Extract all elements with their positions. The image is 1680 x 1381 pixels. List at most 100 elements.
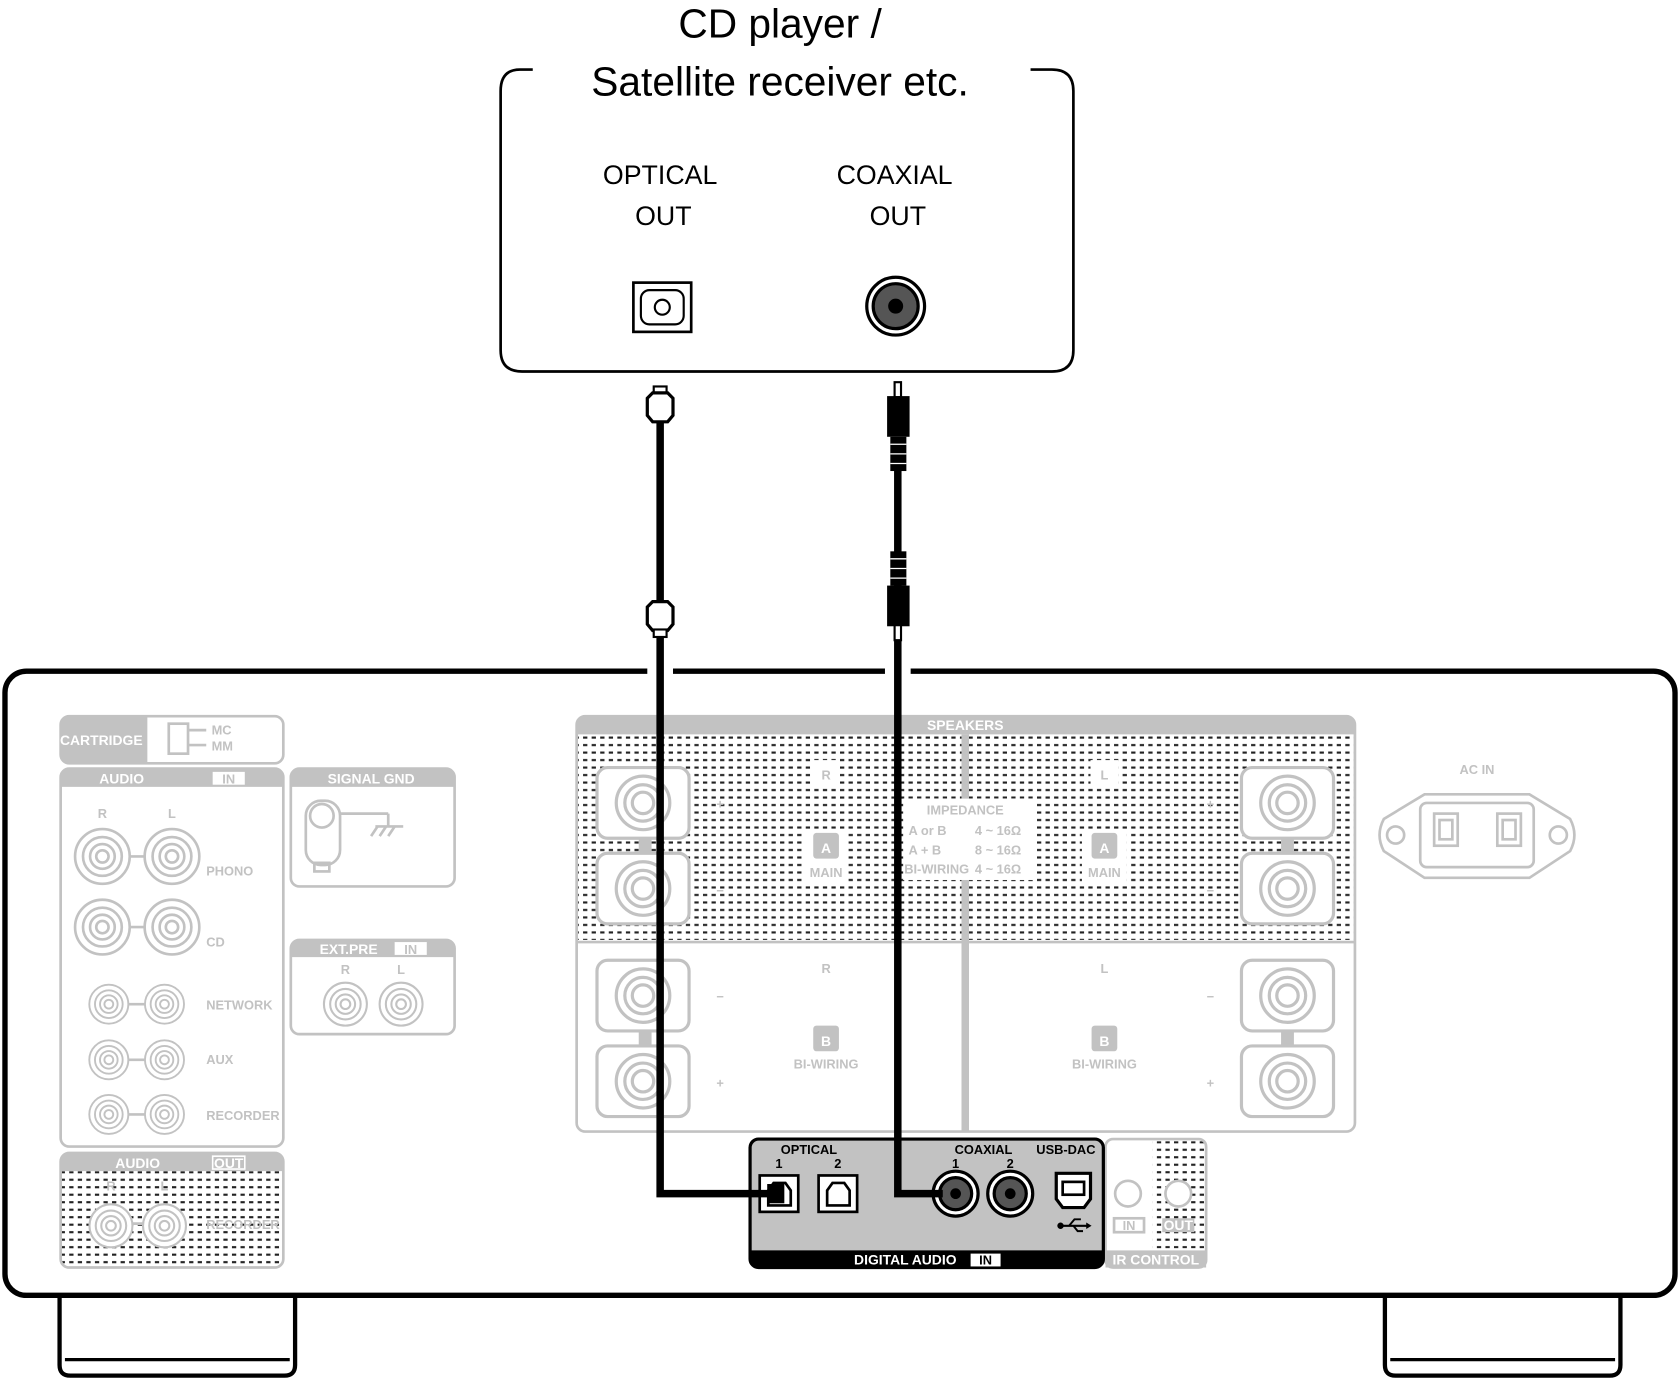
signal-gnd-label: SIGNAL GND [328,771,415,787]
source-device: CD player / Satellite receiver etc. OPTI… [499,0,1075,373]
ac-in-panel: AC IN [1378,762,1576,880]
plus-icon: + [1207,1076,1215,1091]
minus-icon: − [1207,989,1215,1004]
audio-in-panel: AUDIO IN R L PHONO CD NETWORK AUX RECORD [59,767,285,1148]
impedance-value: 4 ~ 16Ω [975,862,1021,877]
speaker-l-label: L [1101,961,1109,976]
ground-terminal-icon[interactable] [304,799,404,873]
audio-out-label: AUDIO [115,1155,160,1171]
coaxial-in-2-jack[interactable] [986,1169,1035,1218]
optical-2-label: 2 [834,1156,841,1171]
optical-out-label-1: OPTICAL [603,160,717,190]
audio-in-label: AUDIO [99,771,144,787]
ac-inlet[interactable] [1378,793,1576,880]
speaker-b-icon: B [1099,1033,1109,1049]
ir-out-jack[interactable] [1164,1179,1193,1208]
cd-l-jack[interactable] [143,898,201,956]
bi-wiring-label: BI-WIRING [1072,1056,1137,1071]
usb-dac-port[interactable] [1054,1171,1093,1210]
digital-audio-badge: IN [979,1252,992,1267]
ir-in-label: IN [1123,1218,1136,1233]
main-label: MAIN [1088,865,1121,880]
coaxial-out-jack[interactable] [865,275,927,337]
foot-left [57,1295,298,1378]
audio-out-badge: OUT [214,1155,244,1171]
foot-right [1382,1295,1623,1378]
speaker-a-r-plus-terminal[interactable] [595,765,691,840]
speaker-b-icon: B [821,1033,831,1049]
plus-icon: + [716,1076,724,1091]
minus-icon: − [716,989,724,1004]
phono-r-jack[interactable] [73,827,132,886]
usb-dac-label: USB-DAC [1036,1142,1095,1157]
aux-label: AUX [206,1052,234,1067]
optical-label: OPTICAL [781,1142,837,1157]
ac-in-label: AC IN [1460,762,1495,777]
speaker-b-r-plus-terminal[interactable] [595,1044,691,1119]
network-r-jack[interactable] [88,983,130,1025]
ext-pre-badge: IN [404,942,417,957]
ir-control-label: IR CONTROL [1113,1251,1200,1267]
aux-l-jack[interactable] [144,1039,185,1081]
out-l-label: L [161,1178,169,1193]
speakers-label: SPEAKERS [927,717,1004,733]
speaker-b-r-minus-terminal[interactable] [595,958,691,1033]
recorder-in-l-jack[interactable] [144,1093,185,1135]
recorder-out-r-jack[interactable] [88,1203,134,1249]
speaker-l-label: L [1101,767,1109,782]
speaker-a-icon: A [1099,840,1109,856]
coaxial-cable [887,381,943,1198]
optical-out-jack[interactable] [632,281,693,334]
impedance-value: 8 ~ 16Ω [975,842,1021,857]
phono-l-jack[interactable] [143,827,201,886]
speaker-a-l-minus-terminal[interactable] [1239,851,1336,926]
usb-icon [1057,1218,1092,1233]
ir-in-jack[interactable] [1113,1179,1143,1208]
optical-1-label: 1 [775,1156,782,1171]
coaxial-1-label: 1 [952,1156,959,1171]
speaker-b-l-minus-terminal[interactable] [1239,958,1336,1033]
recorder-in-label: RECORDER [206,1108,279,1123]
coaxial-out-label-1: COAXIAL [837,160,953,190]
impedance-title: IMPEDANCE [927,803,1004,818]
ext-pre-l-jack[interactable] [378,981,424,1027]
coaxial-label: COAXIAL [955,1142,1013,1157]
optical-plug-top [645,385,675,424]
phono-label: PHONO [206,864,253,879]
impedance-mode: BI-WIRING [904,862,969,877]
minus-icon: − [716,883,724,898]
speakers-panel: SPEAKERS IMPEDANCE A or B 4 ~ 16Ω A + B … [575,714,1357,1133]
recorder-out-label: RECORDER [206,1217,279,1232]
signal-gnd-panel: SIGNAL GND [289,767,456,888]
coaxial-out-label-2: OUT [870,201,926,231]
speaker-a-r-minus-terminal[interactable] [595,851,691,926]
cartridge-switch-panel: CARTRIDGE MC MM [59,714,285,765]
source-title-line2: Satellite receiver etc. [591,58,969,104]
recorder-out-l-jack[interactable] [141,1203,188,1249]
source-title-line1: CD player / [678,0,882,46]
optical-in-2-jack[interactable] [817,1174,859,1214]
ext-pre-r-jack[interactable] [322,981,368,1027]
network-l-jack[interactable] [144,983,185,1025]
mm-label: MM [212,738,233,753]
coaxial-2-label: 2 [1007,1156,1014,1171]
speaker-r-label: R [821,961,830,976]
ext-pre-l-label: L [397,962,405,977]
cartridge-switch[interactable] [167,722,190,756]
audio-in-badge: IN [222,772,235,787]
ext-pre-label: EXT.PRE [320,941,378,957]
speaker-a-l-plus-terminal[interactable] [1239,765,1336,840]
impedance-mode: A or B [909,823,947,838]
speaker-b-l-plus-terminal[interactable] [1239,1044,1336,1119]
cd-r-jack[interactable] [73,898,132,956]
speaker-a-icon: A [821,840,831,856]
cd-label: CD [206,934,225,949]
aux-r-jack[interactable] [88,1039,130,1081]
audio-out-panel: AUDIO OUT R L RECORDER [59,1151,285,1269]
l-label: L [168,806,176,821]
optical-out-label-2: OUT [635,201,691,231]
recorder-in-r-jack[interactable] [88,1093,130,1135]
ext-pre-panel: EXT.PRE IN R L [289,938,456,1036]
mc-label: MC [212,722,232,737]
